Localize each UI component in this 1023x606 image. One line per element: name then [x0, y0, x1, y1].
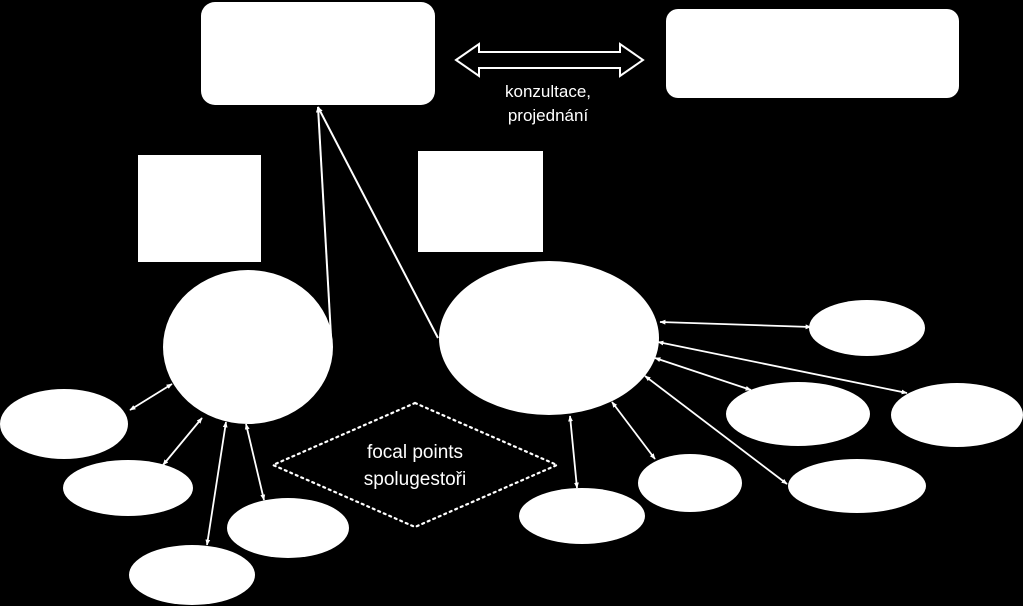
- right-connector-6: [659, 319, 812, 330]
- right-ellipse-to-top-box-arrow: [317, 106, 439, 339]
- right-satellite-ellipse-2: [638, 454, 742, 512]
- left-connector-3: [205, 421, 228, 546]
- left-satellite-ellipse-1: [0, 389, 128, 459]
- right-satellite-ellipse-6: [809, 300, 925, 356]
- top-left-box: [201, 2, 435, 105]
- left-main-ellipse: [163, 270, 333, 424]
- focal-points-label-line2: spolugestoři: [364, 469, 466, 490]
- consultation-double-arrow: [454, 42, 645, 78]
- left-satellite-ellipse-3: [129, 545, 255, 605]
- left-connector-2: [162, 417, 203, 466]
- middle-left-square: [138, 155, 261, 262]
- focal-points-diamond: [270, 401, 560, 529]
- right-satellite-ellipse-5: [891, 383, 1023, 447]
- right-main-ellipse: [439, 261, 659, 415]
- right-connector-5: [657, 340, 908, 395]
- left-satellite-ellipse-2: [63, 460, 193, 516]
- top-right-box: [666, 9, 959, 98]
- right-satellite-ellipse-1: [519, 488, 645, 544]
- left-connector-1: [129, 383, 173, 411]
- right-satellite-ellipse-4: [726, 382, 870, 446]
- right-connector-1: [568, 415, 579, 489]
- left-satellite-ellipse-4: [227, 498, 349, 558]
- right-satellite-ellipse-3: [788, 459, 926, 513]
- consultation-label-line1: konzultace,: [505, 82, 591, 101]
- middle-right-square: [418, 151, 543, 252]
- left-ellipse-to-top-box-arrow: [315, 106, 332, 337]
- focal-points-label-line1: focal points: [367, 442, 463, 463]
- left-connector-4: [244, 423, 266, 501]
- consultation-label-line2: projednání: [508, 106, 589, 125]
